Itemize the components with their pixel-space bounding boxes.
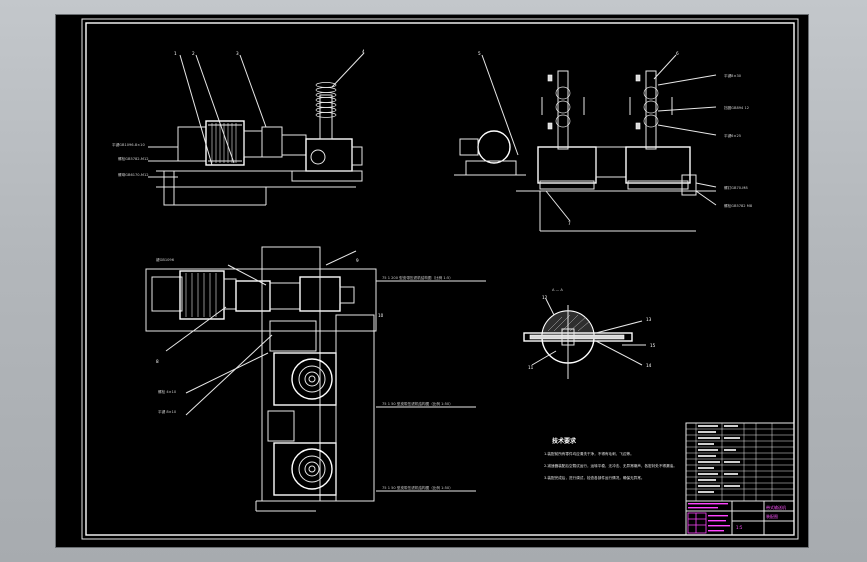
callout-label: 平键8×30 bbox=[724, 73, 742, 78]
part-number-label: 5 bbox=[478, 51, 481, 56]
section-view-a-a bbox=[523, 298, 646, 379]
callout-label: 平键GB1096-8×10 bbox=[112, 142, 145, 147]
part-number-label: 6 bbox=[676, 51, 679, 56]
part-number-label: 3 bbox=[236, 51, 239, 56]
part-number-label: 14 bbox=[646, 363, 652, 368]
part-number-label: 8 bbox=[156, 359, 159, 364]
part-number-label: 4 bbox=[362, 49, 365, 54]
dimension-note: 75 1 200 型皮带压滤机结构图（比例 1:5） bbox=[382, 275, 453, 280]
notes-line: 2.减速器装配后空载试运行，运转平稳，无冲击、无异常噪声，各密封处不得漏油。 bbox=[544, 463, 677, 468]
title-block-title: 带式输送机 bbox=[766, 504, 786, 510]
callout-label: 螺栓 4×10 bbox=[158, 389, 177, 394]
drawing-frame-inner bbox=[85, 22, 795, 536]
part-number-label: 1 bbox=[174, 51, 177, 56]
elevation-view-right bbox=[454, 54, 717, 232]
callout-label: 平键6×25 bbox=[724, 133, 741, 138]
callout-label: 螺母GB6170-M12 bbox=[118, 172, 149, 177]
callout-label: 挡圈GB894 12 bbox=[724, 105, 749, 110]
callout-label: 螺钉GB70-M8 bbox=[724, 185, 748, 190]
drawing-viewport[interactable]: 1 2 3 4 平键GB1096-8×10 螺栓GB5782-M12 螺母GB6… bbox=[55, 14, 809, 548]
dimension-note: 75 1 50 型皮带压滤机结构图（比例 1:50） bbox=[382, 485, 453, 490]
title-block-subtitle: 装配图 bbox=[766, 513, 778, 519]
technical-notes: 技术要求 1.装配前所有零件均应清洗干净，不得有毛刺、飞边等。 2.减速器装配后… bbox=[544, 437, 677, 480]
part-number-label: 13 bbox=[646, 317, 652, 322]
parts-list-table bbox=[685, 422, 795, 536]
callout-label: 键GB1096 bbox=[156, 257, 175, 262]
part-number-label: 12 bbox=[542, 295, 548, 300]
part-number-label: 11 bbox=[528, 365, 534, 370]
notes-line: 1.装配前所有零件均应清洗干净，不得有毛刺、飞边等。 bbox=[544, 451, 634, 456]
cad-drawing-canvas[interactable]: 1 2 3 4 平键GB1096-8×10 螺栓GB5782-M12 螺母GB6… bbox=[56, 15, 810, 549]
part-number-label: 2 bbox=[192, 51, 195, 56]
part-number-label: 9 bbox=[356, 258, 359, 263]
notes-title: 技术要求 bbox=[552, 437, 577, 445]
callout-label: 螺栓GB5782 M8 bbox=[724, 203, 753, 208]
part-number-label: 15 bbox=[650, 343, 656, 348]
elevation-view-left bbox=[148, 52, 365, 206]
dimension-note: 75 1 50 型皮带压滤机结构图（比例 1:50） bbox=[382, 401, 453, 406]
notes-line: 3.装配完成后，进行调试，检查各部件运行情况，确保无异常。 bbox=[544, 475, 644, 480]
section-label: A — A bbox=[552, 288, 563, 292]
part-number-label: 10 bbox=[378, 313, 384, 318]
callout-label: 螺栓GB5782-M12 bbox=[118, 156, 149, 161]
drawing-frame-outer bbox=[81, 18, 799, 540]
title-block-scale: 1:5 bbox=[736, 525, 743, 530]
plan-view bbox=[145, 246, 486, 512]
part-number-label: 7 bbox=[568, 221, 571, 226]
callout-label: 平键 8×10 bbox=[158, 409, 177, 414]
